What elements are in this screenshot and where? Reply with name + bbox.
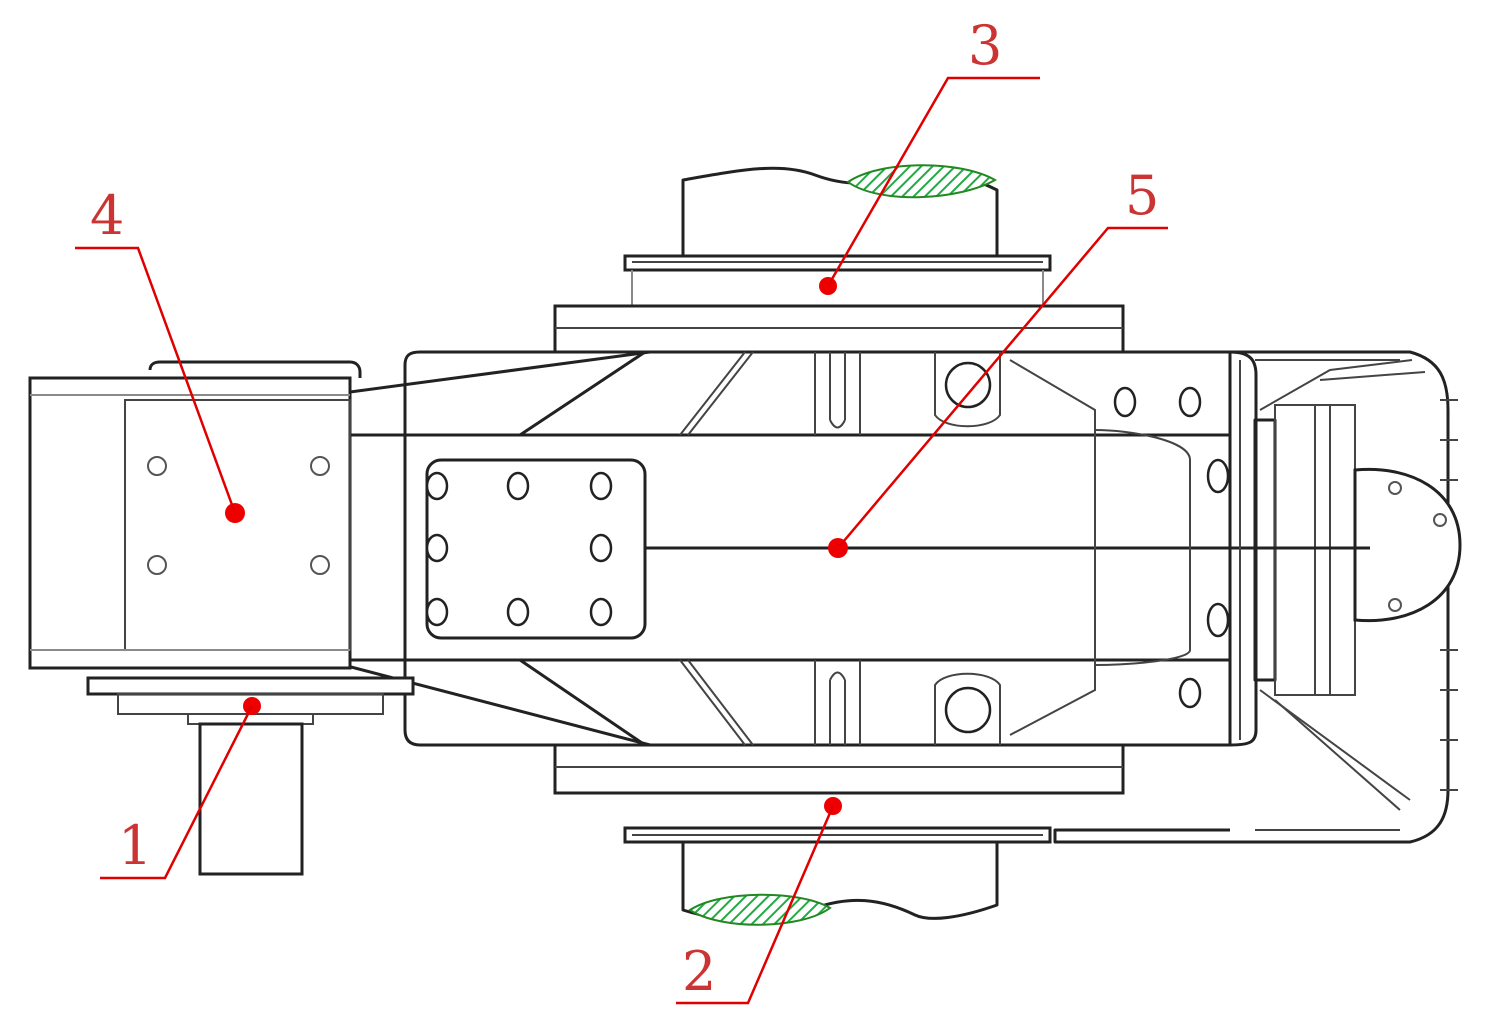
top-weld-hatch [846, 164, 998, 199]
callout-4: 4 [75, 184, 245, 523]
left-block [28, 360, 415, 876]
edge-hooks [1440, 399, 1458, 791]
callout-3: 3 [819, 14, 1040, 295]
callout-1: 1 [100, 697, 261, 880]
center-bolt-plate [425, 458, 647, 640]
callout-2-label: 2 [682, 940, 716, 1003]
callout-5-label: 5 [1125, 164, 1159, 227]
top-flange [553, 304, 1125, 354]
top-shaft [623, 164, 1052, 306]
bottom-flange [553, 743, 1125, 795]
main-body [350, 350, 1370, 747]
bottom-shaft [623, 826, 1052, 926]
right-holes [1113, 386, 1230, 709]
callout-2: 2 [676, 797, 842, 1005]
right-bracket [1053, 350, 1462, 844]
callout-4-label: 4 [90, 184, 124, 247]
bottom-weld-hatch [688, 893, 832, 926]
callout-3-label: 3 [968, 14, 1002, 77]
callout-5: 5 [828, 164, 1168, 558]
callout-1-label: 1 [118, 814, 152, 877]
